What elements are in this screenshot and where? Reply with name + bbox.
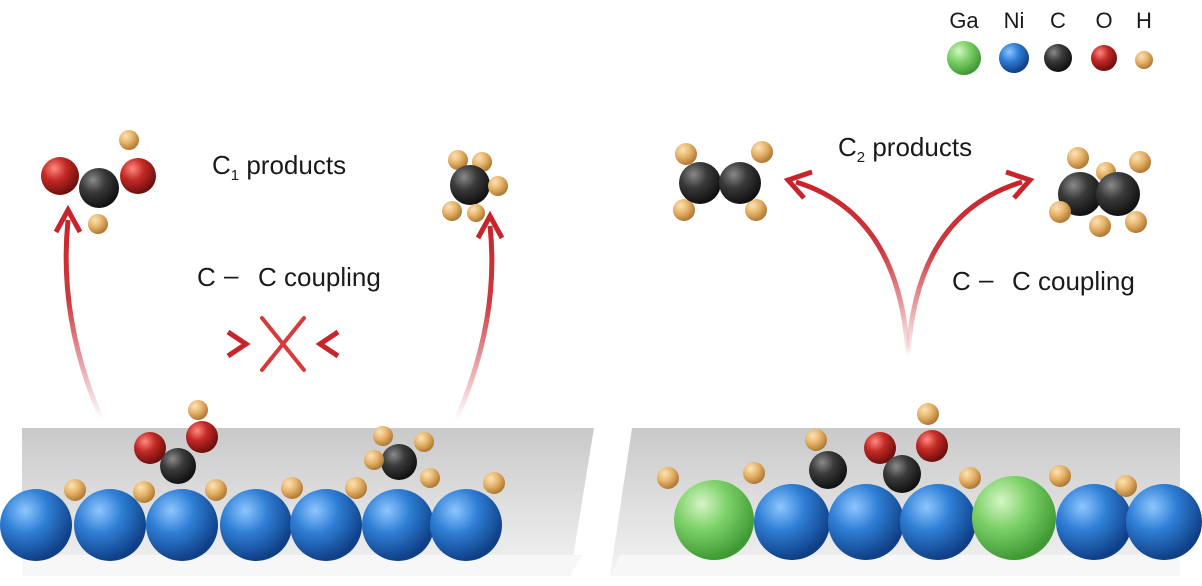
c2-products-subscript: 2 (857, 149, 865, 166)
left-coupling-c1: C (197, 262, 216, 292)
right-adsorbed-ch2 (805, 429, 847, 489)
blocked-cross-icon (260, 316, 306, 372)
c1-products-suffix: products (239, 150, 346, 180)
c2-products-suffix: products (865, 132, 972, 162)
left-ni-row (0, 489, 502, 561)
left-c1-product-methane (442, 150, 508, 222)
right-panel: C2 products C – C coupling (610, 132, 1202, 576)
c1-products-prefix: C (212, 150, 231, 180)
right-coupling-c1: C (952, 266, 971, 296)
c1-products-subscript: 1 (231, 167, 239, 184)
legend-o-atom (1091, 45, 1117, 71)
right-arrow-right-branch (905, 179, 1023, 357)
legend-ga-atom (947, 41, 981, 75)
right-adsorbed-cooh (864, 403, 948, 493)
right-surface-h-atoms (657, 462, 1137, 497)
left-panel: C1 products C – C coupling (0, 130, 594, 576)
left-coupling-c2: C coupling (258, 262, 381, 292)
c2-products-prefix: C (838, 132, 857, 162)
legend-label-o: O (1095, 8, 1112, 33)
right-arrow-right-head (1005, 169, 1035, 200)
left-up-arrow-1 (63, 219, 105, 422)
right-metal-row (674, 476, 1202, 560)
right-c2-product-ethane (1049, 147, 1151, 237)
right-coupling-dash: – (979, 264, 994, 294)
legend-label-h: H (1136, 8, 1152, 33)
left-up-arrow-1-head (53, 204, 83, 234)
left-up-arrow-2 (453, 225, 495, 422)
left-adsorbed-cooh (134, 400, 218, 484)
right-horizontal-arrow-head (315, 329, 340, 359)
left-up-arrow-2-head (475, 210, 505, 240)
right-arrow-left-head (783, 169, 813, 200)
left-c1-product-formate (41, 130, 156, 234)
right-coupling-c2: C coupling (1012, 266, 1135, 296)
legend-h-atom (1135, 51, 1153, 69)
c1-products-label: C1 products (212, 150, 346, 184)
legend-c-atom (1044, 44, 1072, 72)
left-coupling-dash: – (224, 260, 239, 290)
legend: Ga Ni C O H (947, 8, 1153, 75)
right-surface-edge (610, 555, 1180, 576)
legend-label-ga: Ga (949, 8, 979, 33)
right-arrow-left-branch (795, 179, 911, 357)
left-adsorbed-ch3 (364, 426, 440, 488)
right-c2-product-ethylene (673, 141, 773, 221)
c2-products-label: C2 products (838, 132, 972, 166)
left-horizontal-arrow-head (226, 329, 251, 359)
legend-label-ni: Ni (1004, 8, 1025, 33)
left-surface-edge (22, 555, 582, 576)
legend-label-c: C (1050, 8, 1066, 33)
legend-ni-atom (999, 43, 1029, 73)
left-surface-h-atoms (64, 472, 505, 503)
